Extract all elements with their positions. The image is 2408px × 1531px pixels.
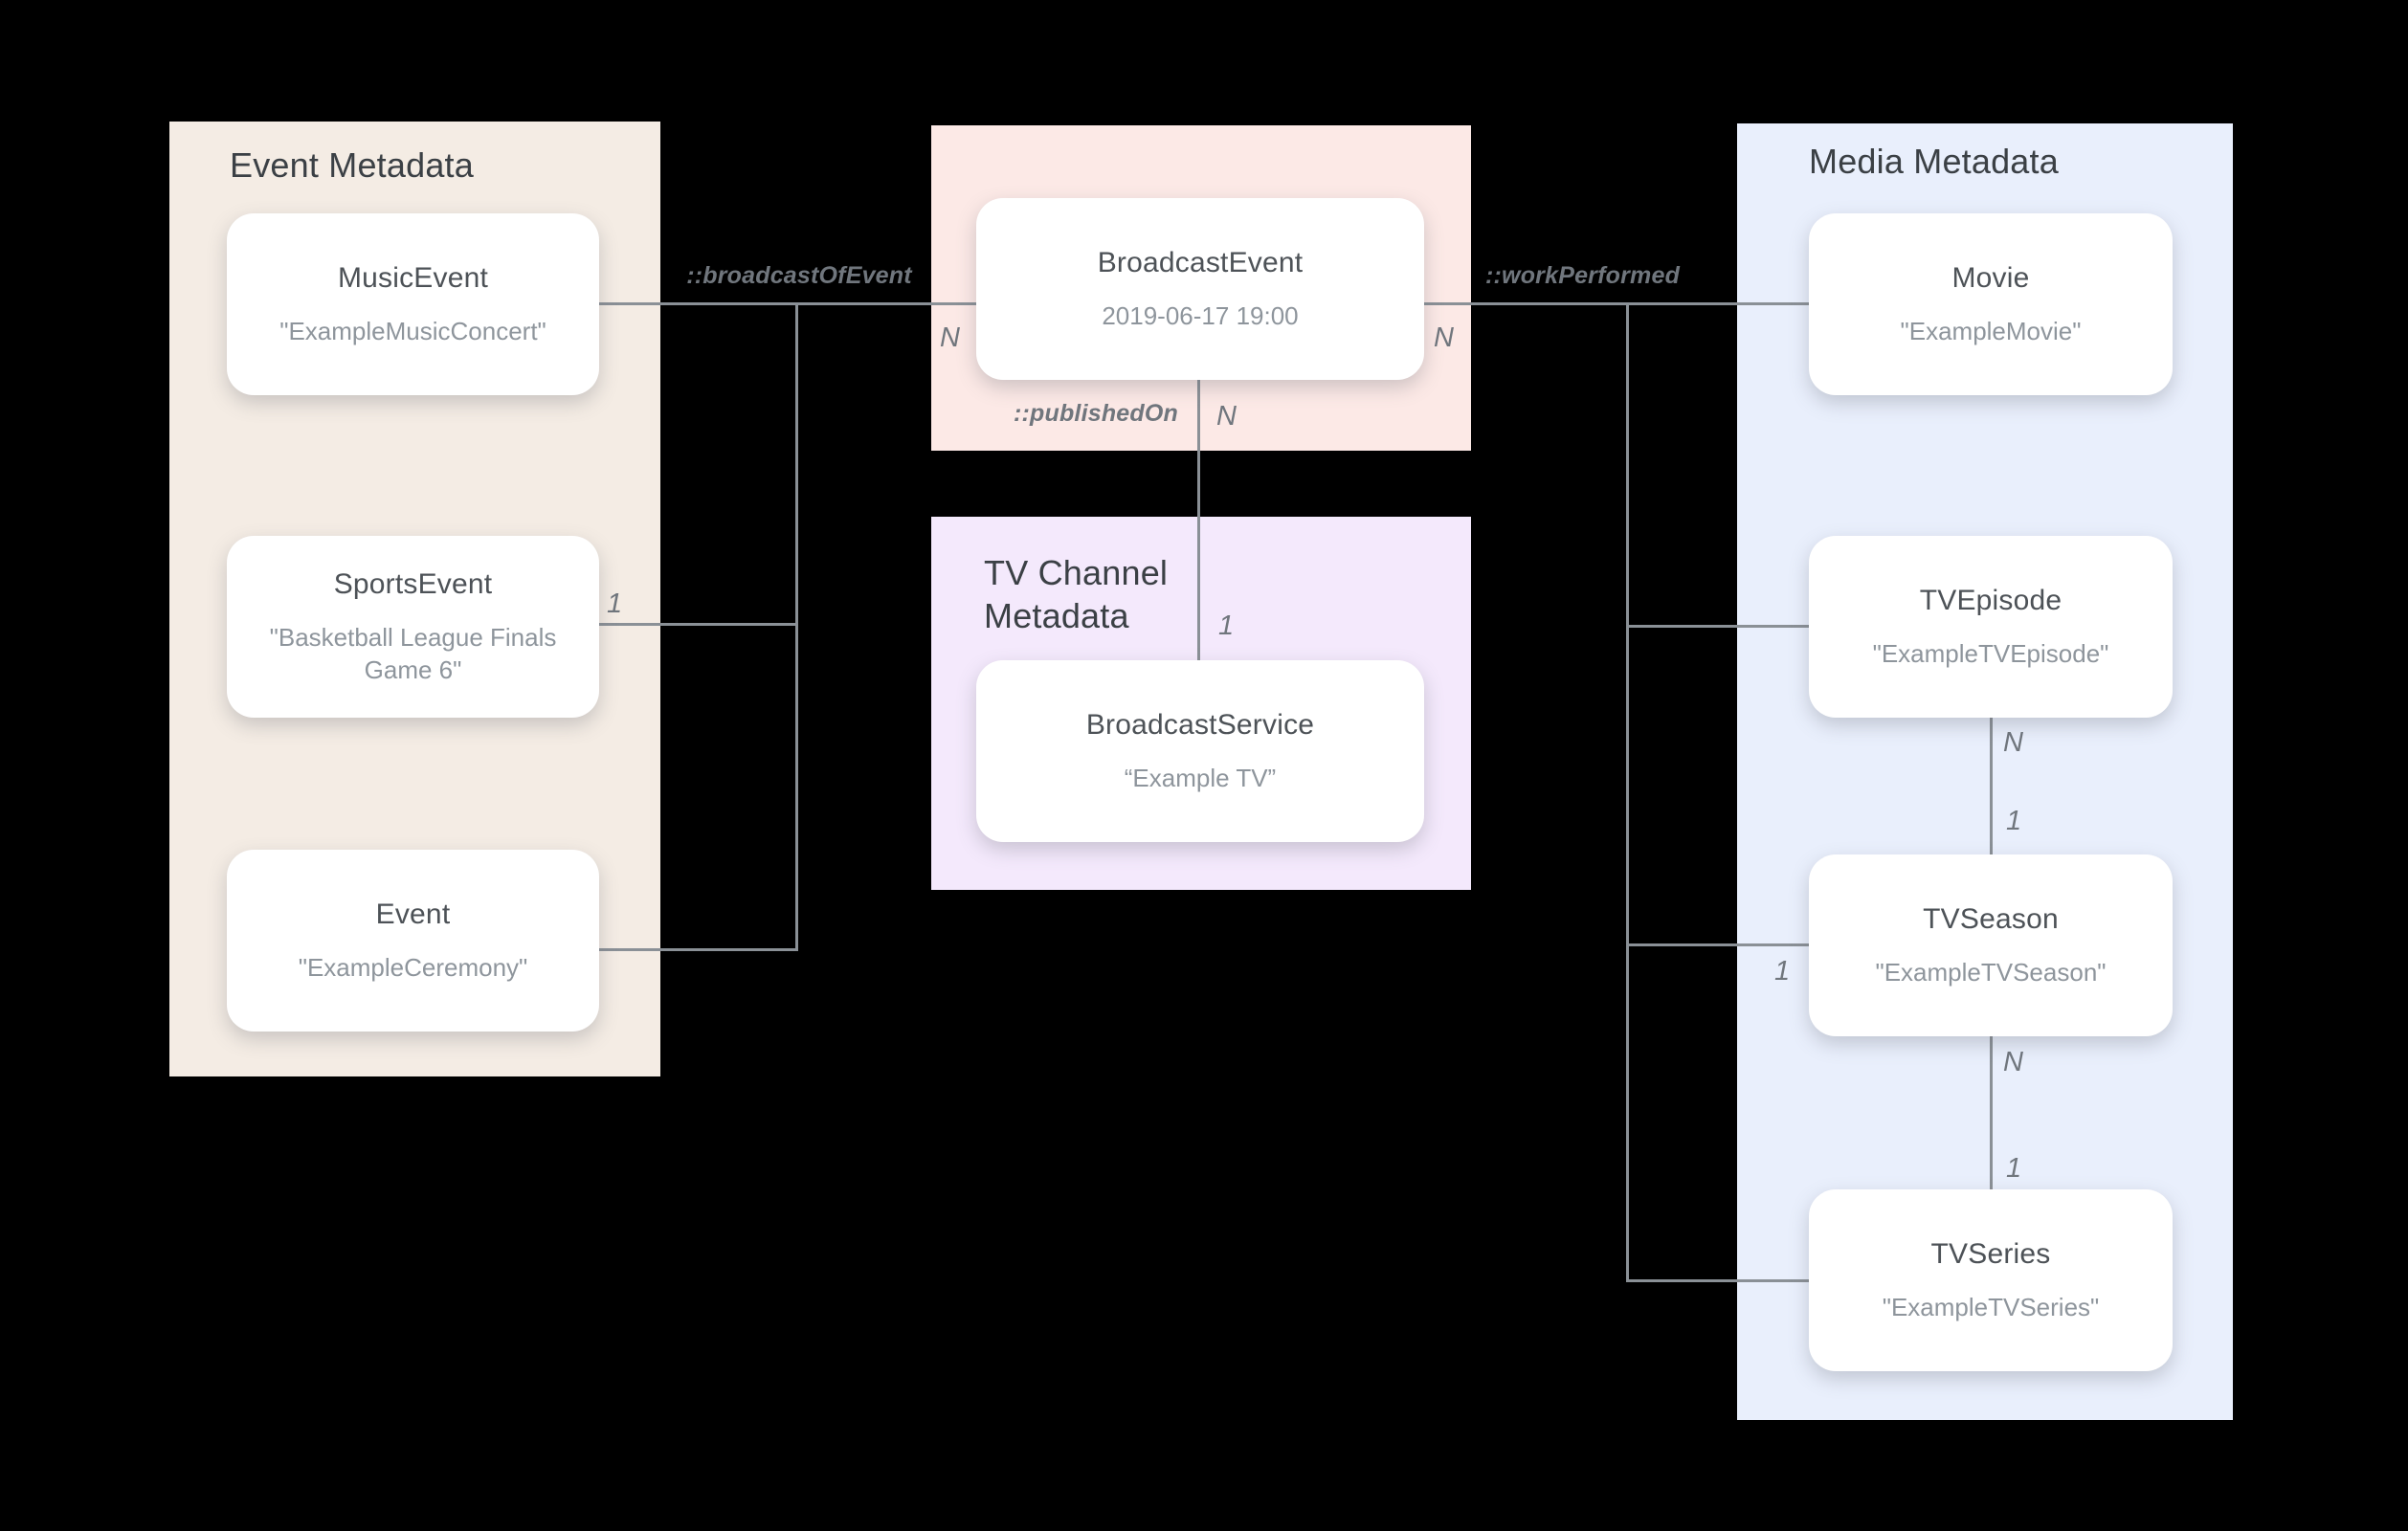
connector-season-series bbox=[1990, 1036, 1993, 1189]
card-type-label: TVSeason bbox=[1923, 902, 2059, 935]
multiplicity-publishedon-1: 1 bbox=[1218, 610, 1235, 641]
card-value-label: "ExampleCeremony" bbox=[298, 952, 528, 982]
connector-workperformed bbox=[1424, 302, 1811, 305]
card-value-label: "ExampleMovie" bbox=[1900, 316, 2082, 345]
connector-sportsevent-branch bbox=[599, 623, 798, 626]
connector-event-trunk bbox=[795, 302, 798, 951]
card-type-label: TVSeries bbox=[1930, 1237, 2051, 1270]
media-metadata-title: Media Metadata bbox=[1809, 142, 2059, 181]
connector-event-branch bbox=[599, 948, 798, 951]
multiplicity-workperformed-n: N bbox=[1434, 322, 1454, 353]
card-type-label: MusicEvent bbox=[337, 261, 489, 294]
connector-media-trunk bbox=[1626, 302, 1629, 1282]
tv-channel-metadata-title: TV Channel Metadata bbox=[984, 553, 1169, 635]
card-value-label: "ExampleTVSeason" bbox=[1875, 957, 2107, 987]
card-type-label: Event bbox=[375, 898, 451, 930]
card-type-label: SportsEvent bbox=[333, 567, 493, 600]
connector-publishedon bbox=[1197, 379, 1200, 662]
node-movie: Movie "ExampleMovie" bbox=[1809, 213, 2173, 395]
node-tv-series: TVSeries "ExampleTVSeries" bbox=[1809, 1189, 2173, 1371]
node-tv-episode: TVEpisode "ExampleTVEpisode" bbox=[1809, 536, 2173, 718]
card-type-label: BroadcastEvent bbox=[1097, 246, 1304, 278]
card-type-label: BroadcastService bbox=[1085, 708, 1315, 741]
card-value-label: “Example TV” bbox=[1124, 763, 1277, 792]
node-broadcast-event: BroadcastEvent 2019-06-17 19:00 bbox=[976, 198, 1424, 380]
multiplicity-tvseason-branch-1: 1 bbox=[1774, 956, 1791, 987]
multiplicity-episode-season-1: 1 bbox=[2006, 806, 2022, 836]
node-music-event: MusicEvent "ExampleMusicConcert" bbox=[227, 213, 599, 395]
card-value-label: 2019-06-17 19:00 bbox=[1102, 300, 1299, 330]
multiplicity-publishedon-n: N bbox=[1216, 401, 1237, 432]
node-broadcast-service: BroadcastService “Example TV” bbox=[976, 660, 1424, 842]
card-type-label: Movie bbox=[1951, 261, 2030, 294]
card-value-label: "ExampleTVEpisode" bbox=[1872, 638, 2109, 668]
relation-label-broadcastofevent: ::broadcastOfEvent bbox=[686, 262, 912, 289]
multiplicity-season-series-1: 1 bbox=[2006, 1153, 2022, 1184]
card-type-label: TVEpisode bbox=[1919, 584, 2062, 616]
connector-episode-season bbox=[1990, 718, 1993, 854]
card-value-label: "ExampleMusicConcert" bbox=[279, 316, 546, 345]
node-sports-event: SportsEvent "Basketball League Finals Ga… bbox=[227, 536, 599, 718]
relation-label-publishedon: ::publishedOn bbox=[1013, 400, 1178, 427]
connector-tvseason-branch bbox=[1626, 943, 1812, 946]
relation-label-workperformed: ::workPerformed bbox=[1485, 262, 1681, 289]
card-value-label: "Basketball League Finals Game 6" bbox=[269, 622, 557, 684]
connector-tvseries-branch bbox=[1626, 1279, 1812, 1282]
multiplicity-sportsevent-1: 1 bbox=[607, 588, 623, 619]
node-event: Event "ExampleCeremony" bbox=[227, 850, 599, 1032]
card-value-label: "ExampleTVSeries" bbox=[1882, 1292, 2100, 1321]
node-tv-season: TVSeason "ExampleTVSeason" bbox=[1809, 854, 2173, 1036]
multiplicity-broadcastofevent-n: N bbox=[940, 322, 960, 353]
multiplicity-season-series-n: N bbox=[2003, 1047, 2023, 1077]
event-metadata-title: Event Metadata bbox=[230, 145, 474, 185]
connector-tvepisode-branch bbox=[1626, 625, 1812, 628]
multiplicity-episode-season-n: N bbox=[2003, 727, 2023, 758]
connector-musicevent-broadcastevent bbox=[599, 302, 979, 305]
